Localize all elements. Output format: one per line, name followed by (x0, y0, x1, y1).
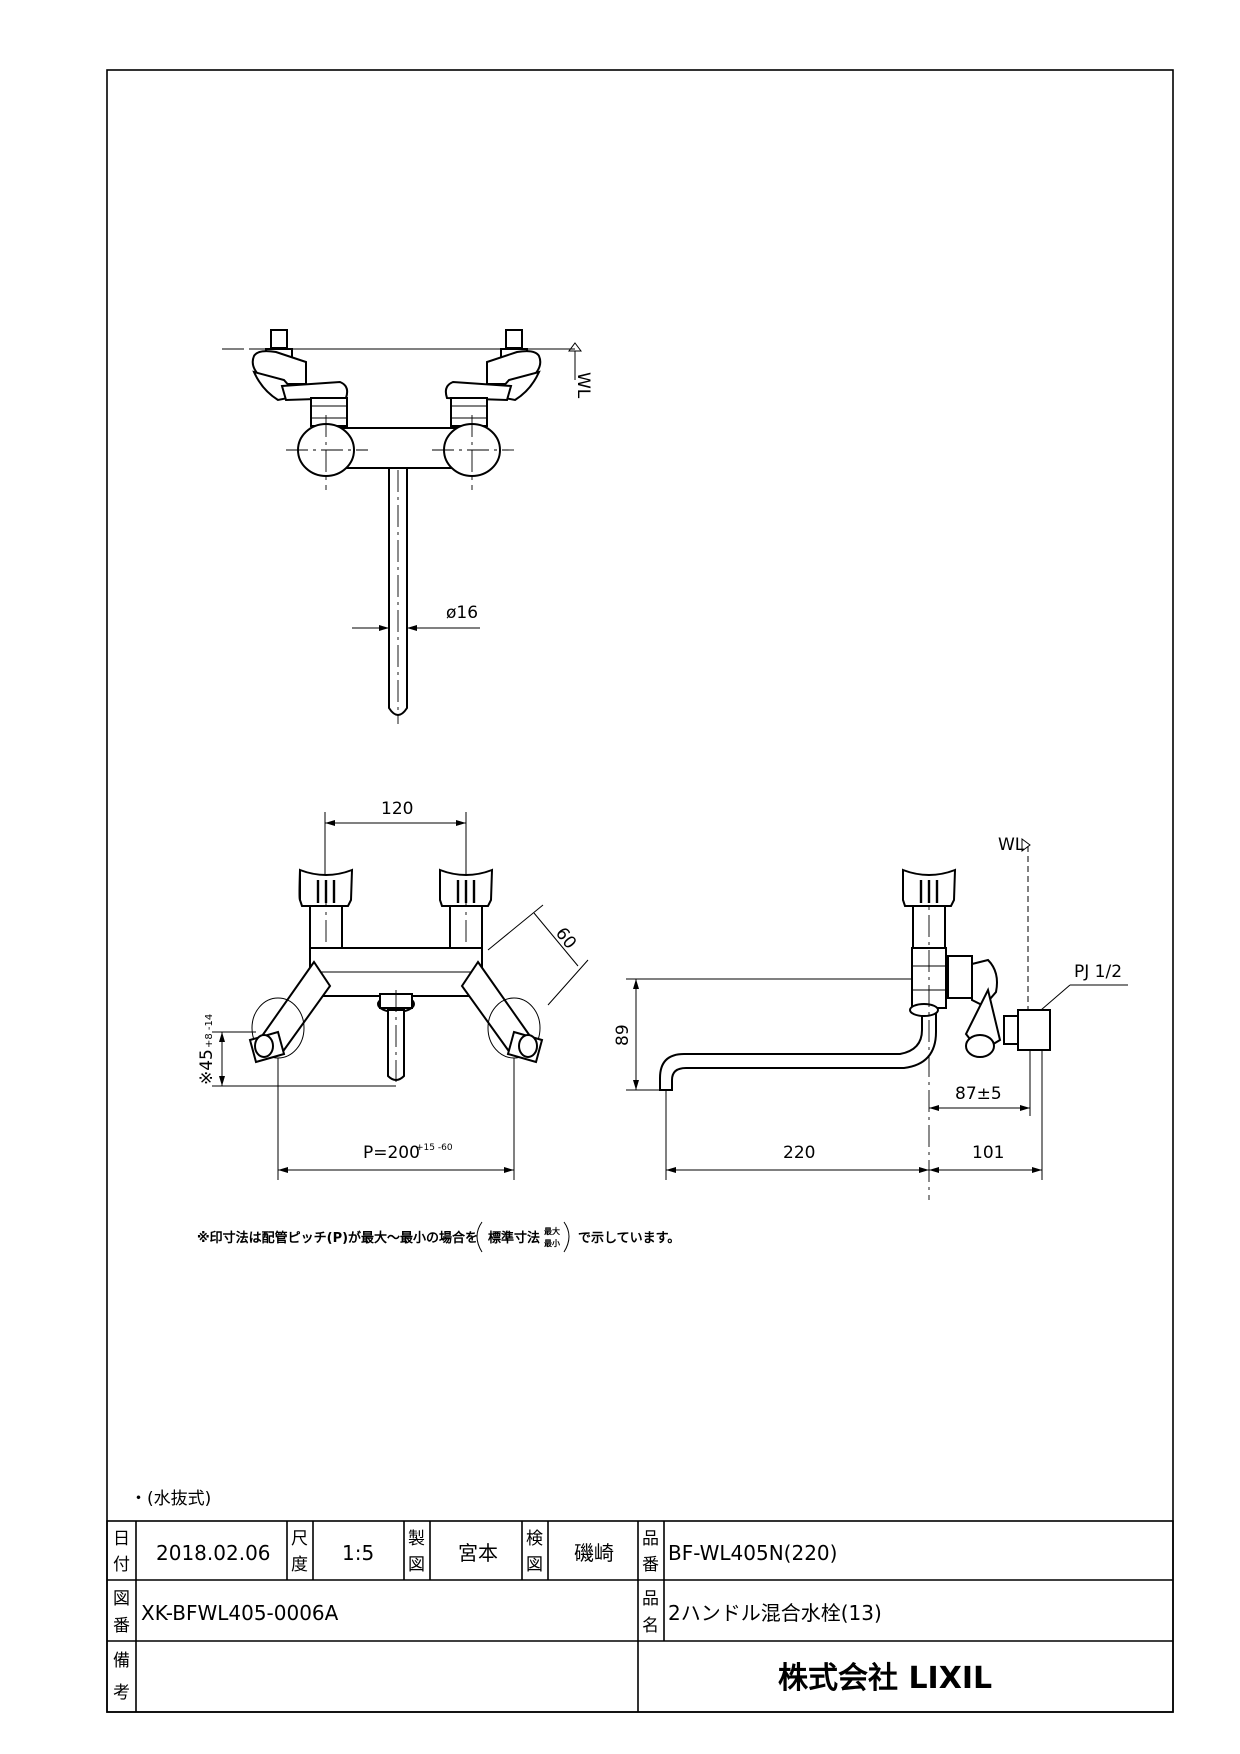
dim-pitch: P=200 (363, 1143, 420, 1163)
drawing-no-label-2: 番 (113, 1616, 130, 1636)
checked-label-1: 検 (526, 1529, 543, 1549)
drain-note: ・(水抜式) (130, 1489, 211, 1509)
drawing-frame (106, 69, 1174, 1713)
drawing-no-value: XK-BFWL405-0006A (141, 1601, 339, 1625)
title-block: 日 付 2018.02.06 尺 度 1:5 製 図 宮本 検 図 磯崎 品 番… (106, 1520, 1174, 1713)
date-label-2: 付 (113, 1555, 130, 1575)
note-bracket-label: 標準寸法 (488, 1230, 540, 1246)
dim-wl-top: WL (573, 372, 593, 399)
dim-offset-87: 87±5 (955, 1084, 1002, 1104)
dim-diameter: ø16 (446, 603, 478, 623)
dim-spout-length: 220 (783, 1143, 815, 1163)
dimension-note: ※印寸法は配管ピッチ(P)が最大～最小の場合を 標準寸法 最大 最小 で示してい… (197, 1221, 680, 1253)
scale-value: 1:5 (342, 1541, 374, 1565)
dim-height-45: ※45 (197, 1049, 217, 1085)
company-logo: 株式会社 LIXIL (778, 1661, 992, 1696)
note-bracket-min: 最小 (544, 1238, 560, 1248)
product-no-value: BF-WL405N(220) (668, 1541, 837, 1565)
remarks-label-2: 考 (113, 1683, 130, 1703)
dim-height-89: 89 (613, 1024, 633, 1046)
drafter-value: 宮本 (458, 1541, 498, 1565)
product-no-label-1: 品 (642, 1529, 659, 1549)
dim-height-45-tol: +8 -14 (204, 1014, 215, 1048)
drafted-label-1: 製 (408, 1529, 425, 1549)
date-label-1: 日 (113, 1529, 130, 1549)
checker-value: 磯崎 (574, 1541, 614, 1565)
note-text-after: で示しています。 (578, 1231, 680, 1246)
note-bracket-max: 最大 (544, 1226, 560, 1236)
scale-label-1: 尺 (291, 1529, 308, 1549)
dim-wall-distance: 101 (972, 1143, 1004, 1163)
drawing-no-label-1: 図 (113, 1589, 130, 1609)
dim-pitch-tol: +15 -60 (416, 1143, 453, 1153)
front-view: 120 60 (197, 799, 589, 1180)
dim-handle-depth: 60 (551, 924, 580, 953)
product-no-label-2: 番 (642, 1555, 659, 1575)
remarks-label-1: 備 (113, 1651, 130, 1671)
product-name-label-1: 品 (642, 1589, 659, 1609)
product-name-value: 2ハンドル混合水栓(13) (668, 1601, 882, 1625)
dim-wl-side: WL (998, 835, 1025, 855)
checked-label-2: 図 (526, 1555, 543, 1575)
top-view: ø16 WL (222, 329, 593, 724)
product-name-label-2: 名 (642, 1616, 659, 1636)
note-text-before: ※印寸法は配管ピッチ(P)が最大～最小の場合を (197, 1230, 478, 1246)
dim-pipe-thread: PJ 1/2 (1074, 962, 1122, 982)
date-value: 2018.02.06 (156, 1541, 271, 1565)
scale-label-2: 度 (291, 1555, 308, 1575)
side-view: WL PJ 1/2 89 (613, 835, 1128, 1200)
drafted-label-2: 図 (408, 1555, 425, 1575)
dim-pitch-top: 120 (381, 799, 413, 819)
